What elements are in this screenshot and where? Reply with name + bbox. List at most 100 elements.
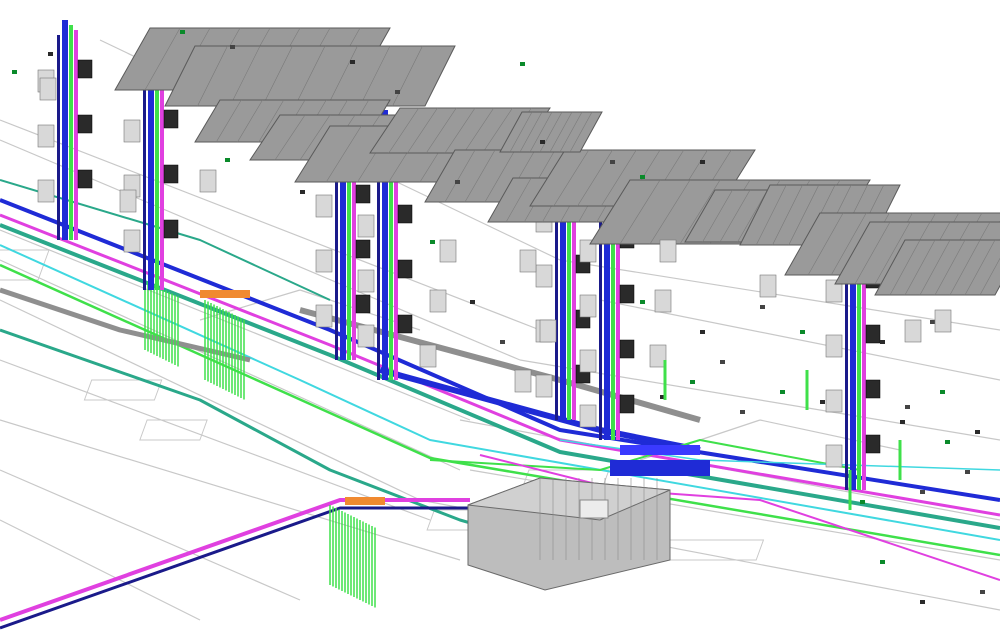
panel-cell-line <box>539 111 563 153</box>
equipment-marker <box>300 190 305 194</box>
equipment-marker <box>945 440 950 444</box>
panel-cell-line <box>144 27 181 91</box>
panel-cell-line <box>529 111 553 153</box>
room-outline <box>83 379 163 401</box>
floor-line <box>0 419 461 561</box>
panel-cell-line <box>889 239 921 296</box>
equipment-marker <box>930 320 935 324</box>
valve-box <box>397 204 413 224</box>
equipment-marker <box>48 52 53 56</box>
equipment-marker <box>900 420 905 424</box>
panel-cell-line <box>388 107 419 154</box>
equipment-marker <box>640 300 645 304</box>
valve-box <box>865 379 881 399</box>
riser-pipe-magenta <box>352 100 356 360</box>
pump-unit <box>535 264 553 288</box>
pump-unit <box>825 334 843 358</box>
cable-tray <box>345 497 385 505</box>
equipment-marker <box>720 360 725 364</box>
pump-unit <box>357 269 375 293</box>
riser-pipe-blue <box>340 90 346 360</box>
panel-cell-line <box>549 111 573 153</box>
panel-cell-line <box>359 45 391 107</box>
equipment-unit <box>514 369 532 393</box>
valve-box <box>77 169 93 189</box>
navy-diagonal <box>0 506 470 630</box>
panel-cell-line <box>788 184 820 246</box>
riser-pipe-navy <box>335 105 338 360</box>
riser-pipe-magenta <box>862 240 866 490</box>
pump-unit <box>535 374 553 398</box>
riser-pipe-green <box>857 235 861 490</box>
panel-cell-line <box>262 45 293 107</box>
equipment-marker <box>455 180 460 184</box>
equipment-unit <box>649 344 667 368</box>
riser-pipe-blue <box>382 110 388 380</box>
equipment-unit <box>659 239 677 263</box>
valve-box <box>865 324 881 344</box>
equipment-marker <box>470 300 475 304</box>
riser-pipe-blue <box>604 190 610 440</box>
pump-unit <box>315 194 333 218</box>
panel-cell-line <box>979 257 1000 296</box>
panel-cell-line <box>737 189 768 243</box>
valve-box <box>619 284 635 304</box>
panel-cell-line <box>505 177 532 223</box>
valve-box <box>355 294 371 314</box>
panel-cell-line <box>274 114 306 161</box>
equipment-marker <box>350 60 355 64</box>
panel-cell-line <box>719 189 751 243</box>
panel-cell-line <box>509 111 533 153</box>
panel-cell-line <box>484 149 516 203</box>
riser-pipe-navy <box>377 125 380 380</box>
equipment-marker <box>430 240 435 244</box>
equipment-marker <box>740 410 745 414</box>
riser-pipe-blue <box>148 70 154 290</box>
equipment-marker <box>880 560 885 564</box>
equipment-marker <box>980 590 985 594</box>
riser-pipe-navy <box>57 35 60 240</box>
panel-cell-line <box>559 111 583 153</box>
panel-cell-line <box>874 221 911 285</box>
floor-line <box>0 299 421 501</box>
panel-cell-line <box>444 107 476 154</box>
equipment-marker <box>180 30 185 34</box>
pump-unit <box>579 404 597 428</box>
equipment-marker <box>880 340 885 344</box>
equipment-unit <box>119 189 137 213</box>
riser-pipe-navy <box>555 175 558 420</box>
pump-unit <box>357 324 375 348</box>
pump-unit <box>123 119 141 143</box>
riser-pipe-green <box>567 165 571 420</box>
blue-header <box>610 460 710 476</box>
magenta-main <box>0 213 1000 517</box>
equipment-marker <box>12 70 17 74</box>
equipment-marker <box>780 390 785 394</box>
equipment-marker <box>660 395 665 399</box>
room-outline <box>139 419 208 441</box>
room-outline <box>655 539 765 561</box>
equipment-marker <box>965 470 970 474</box>
equipment-unit <box>39 77 57 101</box>
pump-unit <box>315 249 333 273</box>
panel-cell-line <box>237 99 263 143</box>
panel-cell-line <box>229 45 261 107</box>
valve-box <box>619 394 635 414</box>
riser-pipe-navy <box>599 205 602 440</box>
equipment-unit <box>429 289 447 313</box>
equipment-marker <box>395 90 400 94</box>
equipment-marker <box>860 500 865 504</box>
pump-unit <box>357 214 375 238</box>
panel-cell-line <box>619 179 661 245</box>
panel-cell-line <box>577 149 613 207</box>
riser-pipe-navy <box>143 85 146 290</box>
panel-cell-line <box>407 107 438 154</box>
cyan-main <box>0 244 1000 541</box>
panel-cell-line <box>327 45 358 107</box>
panel-cell-line <box>463 107 494 154</box>
riser-3 <box>315 90 371 360</box>
panel-cell-line <box>964 239 996 296</box>
equipment-marker <box>800 330 805 334</box>
